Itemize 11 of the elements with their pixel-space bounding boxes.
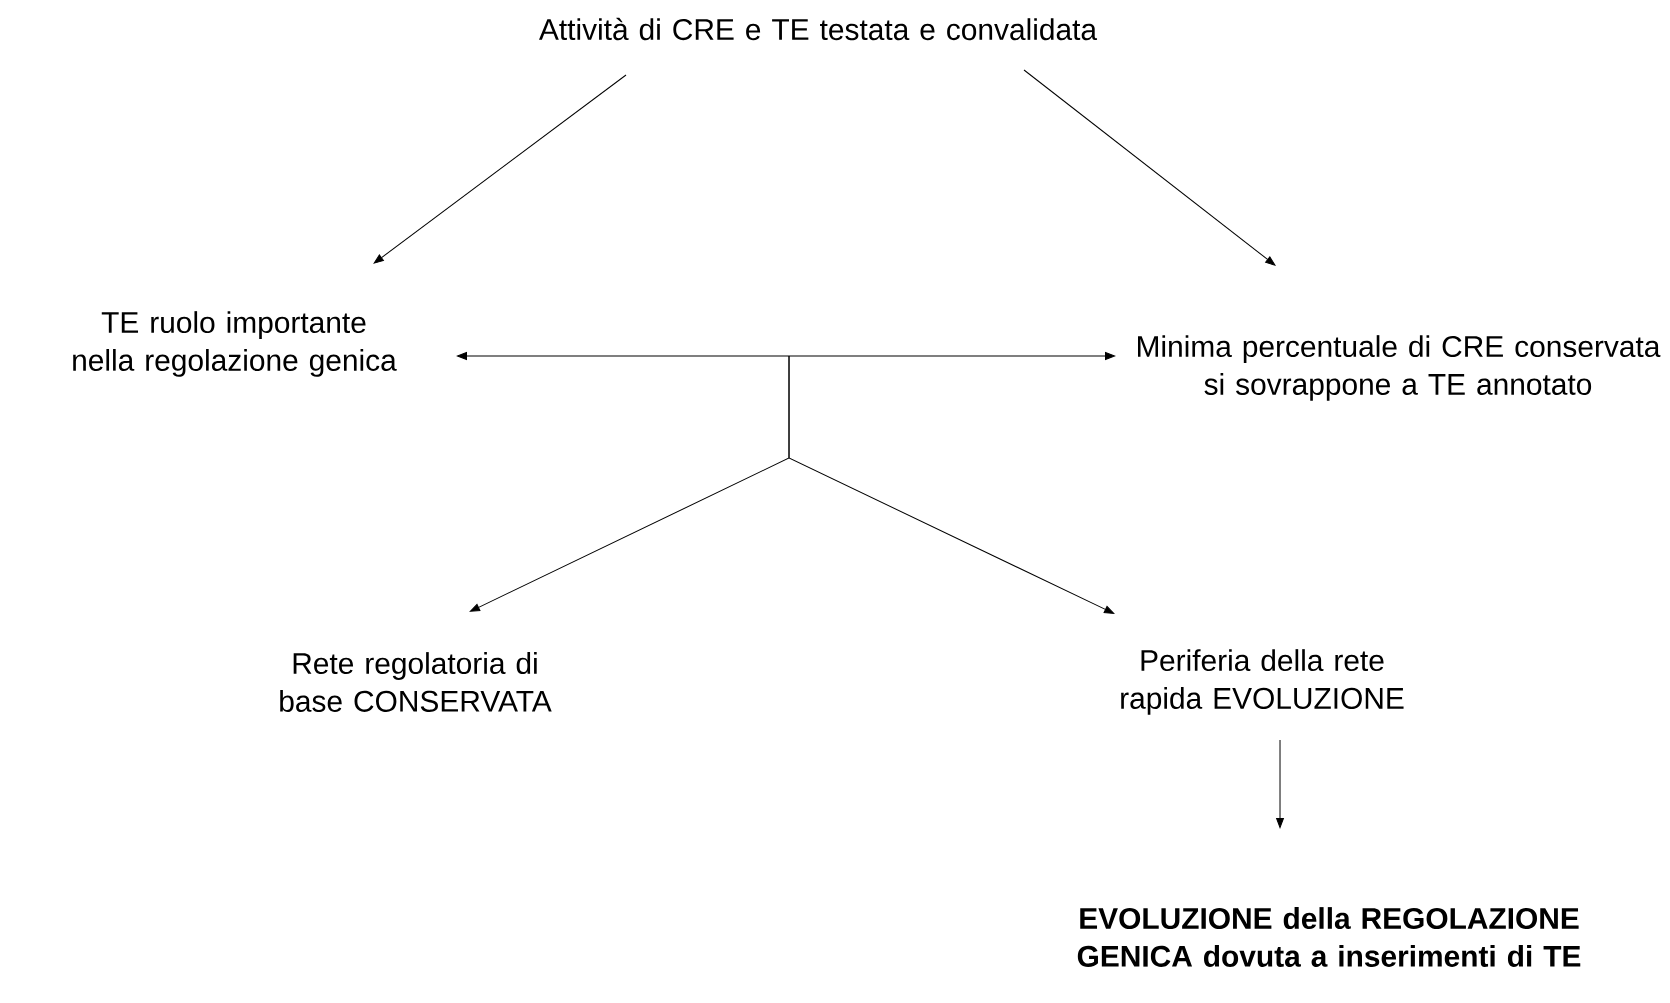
- arrow: [456, 352, 1116, 360]
- node-text: Attività di CRE e TE testata e convalidata: [539, 17, 1098, 41]
- node-text: EVOLUZIONE della REGOLAZIONE GENICA dovuta a inserimenti di TE: [1077, 907, 1581, 967]
- arrow: [1023, 69, 1276, 266]
- arrow: [373, 74, 627, 264]
- arrow: [1276, 739, 1284, 829]
- node-text: TE ruolo importante nella regolazione genica: [73, 311, 397, 377]
- node-text: Periferia della rete rapida EVOLUZIONE: [1121, 649, 1404, 715]
- arrow: [788, 355, 1115, 614]
- node-text: Minima percentuale di CRE conservata si sovrappone a TE annotato: [1138, 335, 1661, 401]
- node-text: Rete regolatoria di base CONSERVATA: [280, 652, 552, 712]
